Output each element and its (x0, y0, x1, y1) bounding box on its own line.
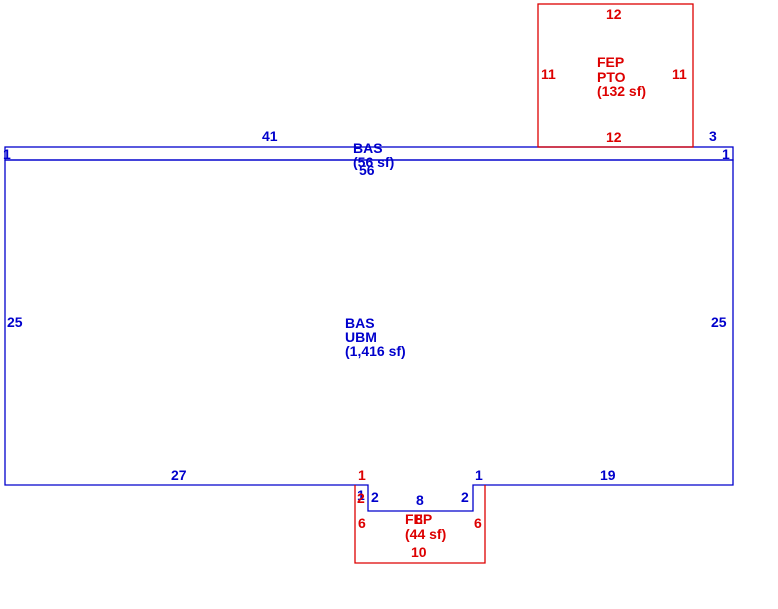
pto-area-size: (132 sf) (597, 83, 646, 99)
pto-area-code2: PTO (597, 69, 626, 85)
main-area-outline (4, 159, 734, 512)
dim-notch-left-outer: 1 (357, 487, 365, 503)
bas-strip-outline (4, 146, 734, 161)
fep-overlap-dim: 8 (415, 511, 423, 527)
dim-main-left: 25 (7, 314, 23, 330)
dim-bottom-right: 19 (600, 467, 616, 483)
main-area-size: (1,416 sf) (345, 343, 406, 359)
dim-pto-right: 11 (672, 66, 687, 82)
strip-overlap-dim: 56 (359, 162, 375, 178)
fep-area-size: (44 sf) (405, 526, 446, 542)
dim-top-strip-left: 41 (262, 128, 278, 144)
dim-notch-right-inner: 2 (461, 489, 469, 505)
dim-notch-right-outer: 1 (475, 467, 483, 483)
main-area-code1: BAS (345, 315, 375, 331)
dim-strip-left-side: 1 (3, 146, 11, 162)
dim-notch-bottom: 8 (416, 492, 424, 508)
strip-area-code: BAS (353, 140, 383, 156)
dim-top-strip-right: 3 (709, 128, 717, 144)
dim-pto-left: 11 (541, 66, 556, 82)
pto-area-code1: FEP (597, 54, 624, 70)
dim-notch-left-inner: 2 (371, 489, 379, 505)
dim-fep-top: 1 (358, 467, 366, 483)
fep-area-code: FEP (405, 511, 432, 527)
dim-bottom-left: 27 (171, 467, 187, 483)
dim-fep-left-upper: 2 (357, 490, 365, 506)
dim-main-right: 25 (711, 314, 727, 330)
dim-strip-right-side: 1 (722, 146, 730, 162)
fep-porch-outline (354, 485, 486, 564)
pto-porch-outline (537, 3, 694, 148)
dim-pto-top: 12 (606, 6, 622, 22)
dim-fep-right: 6 (474, 515, 482, 531)
main-area-code2: UBM (345, 329, 377, 345)
dim-pto-bottom: 12 (606, 129, 622, 145)
dim-fep-left: 6 (358, 515, 366, 531)
dim-fep-bottom: 10 (411, 544, 427, 560)
strip-area-size: (56 sf) (353, 154, 394, 170)
